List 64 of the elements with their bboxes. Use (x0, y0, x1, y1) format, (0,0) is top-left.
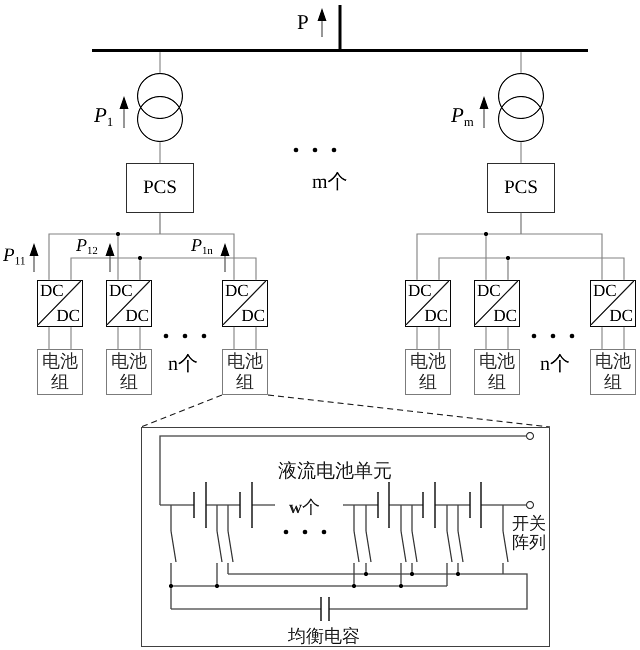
dashed-zoom-line (140, 394, 222, 428)
dc-label: DC (593, 282, 617, 300)
dc-label: DC (241, 307, 265, 325)
wire (520, 213, 603, 280)
wire (507, 257, 625, 280)
wire (438, 257, 509, 280)
dc-label: DC (125, 307, 149, 325)
pcs-label: PCS (504, 177, 538, 199)
power-label: P$_{m}$ (451, 103, 474, 127)
battery-label: 电池组 (594, 351, 632, 393)
battery-label: 电池组 (110, 351, 148, 393)
count-label: m个 (312, 171, 348, 194)
capacitor-label: 均衡电容 (288, 626, 360, 646)
wire (139, 327, 141, 349)
dc-label: DC (225, 282, 249, 300)
transformer-symbol (498, 73, 544, 142)
battery-label: 电池组 (41, 351, 79, 393)
wire (416, 327, 418, 349)
pcs-box (487, 163, 555, 213)
wire (233, 327, 235, 349)
dc-label: DC (493, 307, 517, 325)
dc-label: DC (40, 282, 64, 300)
power-label: P$_{1}$ (94, 103, 114, 127)
power-label: P$_{11}$ (3, 246, 26, 266)
wire (70, 327, 72, 349)
wire (159, 52, 161, 73)
dashed-zoom-line (268, 394, 550, 428)
dc-label: DC (424, 307, 448, 325)
wire (485, 327, 487, 349)
wire (520, 142, 522, 163)
wire (520, 52, 522, 73)
wire (255, 327, 257, 349)
wire (507, 327, 509, 349)
wire (117, 327, 119, 349)
bus-bar (92, 49, 588, 52)
pcs-box (126, 163, 194, 213)
wire (438, 327, 440, 349)
pcs-label: PCS (143, 177, 177, 199)
wire (70, 257, 141, 280)
switch-array-label: 开关阵列 (512, 514, 547, 552)
detail-panel (141, 427, 550, 647)
cell-label: 液流电池单元 (278, 462, 392, 481)
power-label: P$_{1n}$ (191, 236, 213, 255)
dc-label: DC (477, 282, 501, 300)
count-label: w个 (289, 498, 320, 516)
dc-label: DC (56, 307, 80, 325)
wire (48, 327, 50, 349)
battery-label: 电池组 (478, 351, 516, 393)
wire (159, 142, 161, 163)
dc-label: DC (408, 282, 432, 300)
count-label: n个 (540, 353, 570, 376)
wire (139, 257, 257, 280)
count-label: n个 (168, 353, 198, 376)
transformer-symbol (137, 73, 183, 142)
battery-label: 电池组 (409, 351, 447, 393)
power-label: P$_{12}$ (76, 236, 98, 255)
power-label: P (297, 10, 309, 34)
wire (159, 213, 235, 280)
dc-label: DC (609, 307, 633, 325)
battery-label: 电池组 (226, 351, 264, 393)
wire (601, 327, 603, 349)
feeder-line (338, 5, 342, 49)
wire (623, 327, 625, 349)
dc-label: DC (109, 282, 133, 300)
